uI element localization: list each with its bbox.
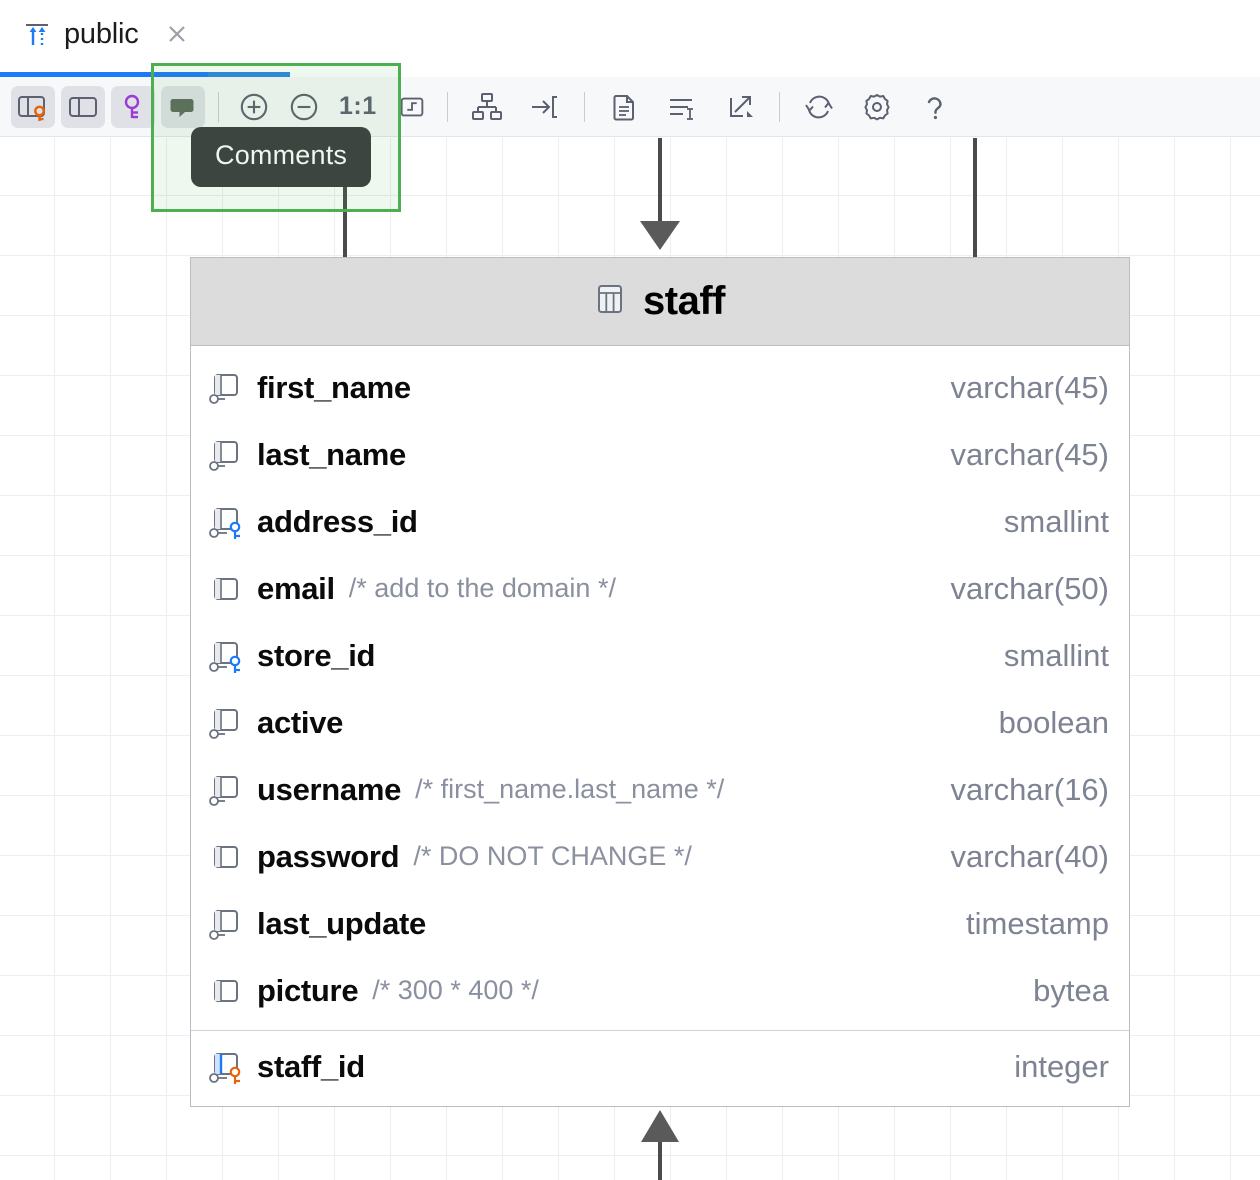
column-comment: /* add to the domain */ xyxy=(348,573,616,603)
question-mark-icon xyxy=(927,96,942,119)
fit-screen-icon xyxy=(400,97,423,116)
column-nullable-icon xyxy=(207,905,245,943)
table-node-staff[interactable]: staff first_name varchar(45) xyxy=(190,257,1130,1107)
minus-circle-icon xyxy=(290,93,318,120)
settings-button[interactable] xyxy=(851,86,903,128)
loading-progress-bar xyxy=(0,72,1260,77)
column-type: varchar(40) xyxy=(950,838,1110,874)
collapse-button[interactable] xyxy=(519,86,571,128)
column-name: store_id xyxy=(257,637,376,673)
table-row[interactable]: last_name varchar(45) xyxy=(191,421,1129,488)
table-row[interactable]: active boolean xyxy=(191,689,1129,756)
table-columns-list: first_name varchar(45) last_name xyxy=(191,346,1129,1106)
column-icon xyxy=(207,838,245,876)
column-type: smallint xyxy=(1003,637,1109,673)
table-row[interactable]: first_name varchar(45) xyxy=(191,354,1129,421)
column-name: active xyxy=(257,704,344,740)
column-type: integer xyxy=(1014,1048,1109,1084)
export-button[interactable] xyxy=(714,86,766,128)
column-type: varchar(45) xyxy=(950,436,1110,472)
layout-button[interactable] xyxy=(461,86,513,128)
refresh-icon xyxy=(804,95,833,118)
column-icon xyxy=(207,570,245,608)
column-nullable-icon xyxy=(207,369,245,407)
copy-button[interactable] xyxy=(598,86,650,128)
progress-fill-secondary xyxy=(208,72,290,77)
tooltip-comments: Comments xyxy=(191,127,372,187)
column-type: smallint xyxy=(1003,503,1109,539)
column-comment: /* 300 * 400 */ xyxy=(372,975,539,1005)
show-keys-toggle[interactable] xyxy=(111,85,155,128)
column-type: bytea xyxy=(1033,972,1109,1008)
column-comment: /* DO NOT CHANGE */ xyxy=(413,841,692,871)
tab-public[interactable]: public xyxy=(0,0,205,68)
column-name: password xyxy=(257,838,400,874)
close-icon[interactable] xyxy=(165,22,189,46)
diagram-toolbar: 1:1 xyxy=(0,77,1260,137)
key-icon xyxy=(124,94,140,118)
sort-lines-icon xyxy=(669,98,693,120)
table-row[interactable]: address_id smallint xyxy=(191,488,1129,555)
column-name: username xyxy=(257,771,402,807)
column-nullable-icon xyxy=(207,704,245,742)
comment-icon xyxy=(170,98,194,117)
arrow-into-bracket-icon xyxy=(531,95,557,118)
refresh-button[interactable] xyxy=(793,86,845,128)
table-icon xyxy=(595,282,625,321)
toolbar-separator-4 xyxy=(778,91,780,122)
column-nullable-icon xyxy=(207,771,245,809)
column-name: address_id xyxy=(257,503,418,539)
column-type: varchar(16) xyxy=(950,771,1110,807)
column-primary-key-icon xyxy=(207,1048,245,1086)
table-row[interactable]: password /* DO NOT CHANGE */ varchar(40) xyxy=(191,823,1129,890)
show-columns-toggle[interactable] xyxy=(11,85,55,128)
column-type: varchar(50) xyxy=(950,570,1110,606)
table-row[interactable]: username /* first_name.last_name */ varc… xyxy=(191,756,1129,823)
column-name: staff_id xyxy=(257,1048,365,1084)
order-button[interactable] xyxy=(656,86,708,128)
column-name: email xyxy=(257,570,335,606)
table-split-icon xyxy=(69,96,97,117)
column-nullable-icon xyxy=(207,436,245,474)
column-name: last_name xyxy=(257,436,406,472)
schema-diagram-icon xyxy=(22,19,52,49)
show-table-toggle[interactable] xyxy=(61,85,105,128)
column-comment: /* first_name.last_name */ xyxy=(415,774,725,804)
zoom-reset-button[interactable]: 1:1 xyxy=(339,92,377,120)
column-foreign-key-icon xyxy=(207,503,245,541)
column-foreign-key-icon xyxy=(207,637,245,675)
column-type: timestamp xyxy=(966,905,1109,941)
table-row[interactable]: last_update timestamp xyxy=(191,890,1129,957)
column-name: first_name xyxy=(257,369,411,405)
toolbar-separator-3 xyxy=(583,91,585,122)
columns-key-icon xyxy=(18,95,45,121)
column-icon xyxy=(207,972,245,1010)
tab-bar: public xyxy=(0,0,1260,68)
table-row-primary-key[interactable]: staff_id integer xyxy=(191,1030,1129,1102)
help-button[interactable] xyxy=(909,86,961,128)
show-comments-toggle[interactable] xyxy=(161,85,205,128)
table-name: staff xyxy=(643,279,725,323)
toolbar-separator-2 xyxy=(446,91,448,122)
plus-circle-icon xyxy=(240,93,268,120)
hierarchy-icon xyxy=(471,92,502,120)
tab-label: public xyxy=(64,17,139,50)
column-type: boolean xyxy=(998,704,1109,740)
zoom-in-button[interactable] xyxy=(232,86,276,128)
column-type: varchar(45) xyxy=(950,369,1110,405)
table-row[interactable]: email /* add to the domain */ varchar(50… xyxy=(191,555,1129,622)
table-row[interactable]: picture /* 300 * 400 */ bytea xyxy=(191,957,1129,1024)
progress-fill-primary xyxy=(0,72,208,77)
table-row[interactable]: store_id smallint xyxy=(191,622,1129,689)
copy-document-icon xyxy=(613,94,634,120)
table-header[interactable]: staff xyxy=(191,258,1129,346)
column-name: picture xyxy=(257,972,359,1008)
gear-icon xyxy=(864,93,890,120)
column-name: last_update xyxy=(257,905,426,941)
export-arrow-icon xyxy=(729,95,753,117)
fit-content-button[interactable] xyxy=(390,86,434,128)
toolbar-separator-1 xyxy=(218,91,219,122)
zoom-out-button[interactable] xyxy=(282,86,326,128)
